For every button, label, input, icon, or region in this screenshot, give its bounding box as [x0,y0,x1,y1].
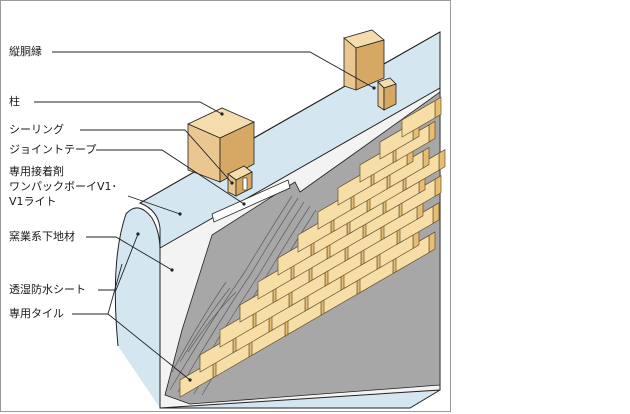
tile [434,96,442,119]
leader-hashira [34,101,223,115]
vertical-furring-strip [343,29,385,91]
tile [432,202,440,225]
label-moisture-sheet: 透湿防水シート [9,283,86,296]
joint-tape-shape [211,179,291,223]
leader-moisture-sheet [98,233,139,291]
tile-group [179,96,446,398]
leader-dots [136,86,376,382]
label-tile: 専用タイル [9,307,64,320]
tile [428,231,436,254]
sealing-block [227,165,253,197]
label-adhesive-line2: ワンパックボーイV1･ [9,180,118,193]
small-furring-block [377,77,397,111]
tile [401,100,436,138]
label-sealing: シーリング [9,123,64,136]
label-joint-tape: ジョイントテープ [9,143,97,156]
moisture-sheet-curl [114,207,161,408]
tile [438,149,446,171]
label-hashira: 柱 [9,95,20,108]
label-adhesive-line3: V1ライト [9,195,57,208]
furring-strip-side [355,39,385,91]
leader-siding-base [86,236,173,271]
leader-sealing [80,129,233,184]
tile [428,120,436,143]
leader-tatedoubuchi [52,51,375,89]
tile [422,146,430,169]
diagram-frame [0,0,451,412]
leader-adhesive [127,195,181,215]
label-tatedoubuchi: 縦胴縁 [9,45,42,58]
label-siding-base: 窯業系下地材 [9,230,75,243]
leader-lines [34,51,375,381]
leader-tile-branch [107,263,123,315]
tile [434,175,442,197]
leader-joint-tape [96,149,245,205]
label-adhesive-line1: 専用接着剤 [9,165,64,178]
